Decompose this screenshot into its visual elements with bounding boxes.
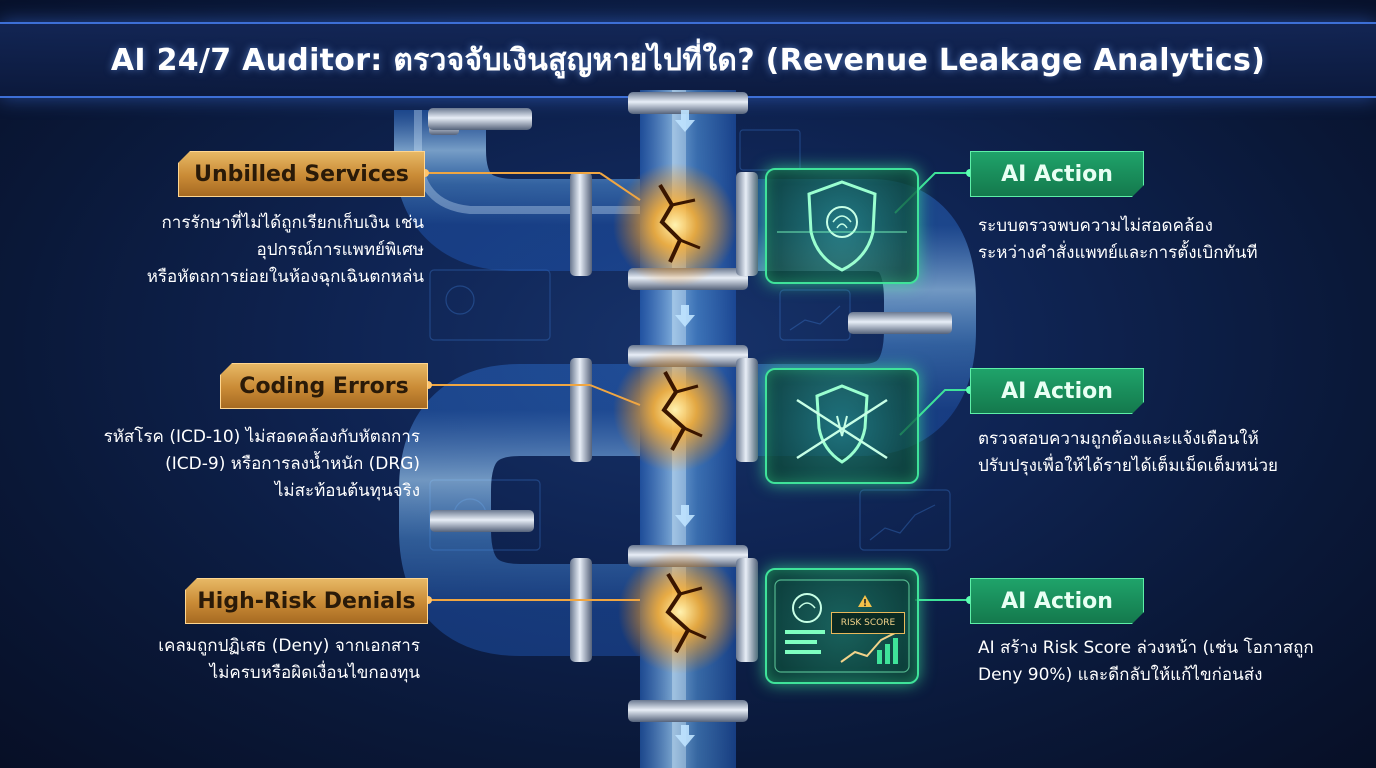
- brain-chart-icon: [774, 579, 910, 673]
- leak-label-unbilled: Unbilled Services: [178, 151, 425, 197]
- ai-action-desc-1: ระบบตรวจพบความไม่สอดคล้อง ระหว่างคำสั่งแ…: [978, 216, 1258, 263]
- page-title: AI 24/7 Auditor: ตรวจจับเงินสูญหายไปที่ใ…: [110, 42, 1266, 78]
- shield-brain-icon: [777, 180, 907, 272]
- ai-action-label-1: AI Action: [970, 151, 1144, 197]
- risk-score-tag: RISK SCORE: [831, 612, 905, 634]
- ai-panel-1: [765, 168, 919, 284]
- ai-action-label-3: AI Action: [970, 578, 1144, 624]
- ai-action-label-2: AI Action: [970, 368, 1144, 414]
- leak-desc-denials: เคลมถูกปฏิเสธ (Deny) จากเอกสาร ไม่ครบหรื…: [158, 636, 420, 683]
- shield-tools-icon: [796, 384, 888, 464]
- ai-action-desc-3: AI สร้าง Risk Score ล่วงหน้า (เช่น โอกาส…: [978, 638, 1314, 685]
- leak-points: [613, 163, 742, 674]
- title-banner: AI 24/7 Auditor: ตรวจจับเงินสูญหายไปที่ใ…: [0, 22, 1376, 98]
- leak-desc-unbilled: การรักษาที่ไม่ได้ถูกเรียกเก็บเงิน เช่น อ…: [146, 213, 424, 287]
- leak-label-denials: High-Risk Denials: [185, 578, 428, 624]
- ai-action-desc-2: ตรวจสอบความถูกต้องและแจ้งเตือนให้ ปรับปร…: [978, 429, 1278, 476]
- ai-panel-3: RISK SCORE: [765, 568, 919, 684]
- leak-label-coding: Coding Errors: [220, 363, 428, 409]
- ai-panel-2: [765, 368, 919, 484]
- leak-desc-coding: รหัสโรค (ICD-10) ไม่สอดคล้องกับหัตถการ (…: [103, 427, 420, 501]
- warning-icon: [858, 595, 872, 607]
